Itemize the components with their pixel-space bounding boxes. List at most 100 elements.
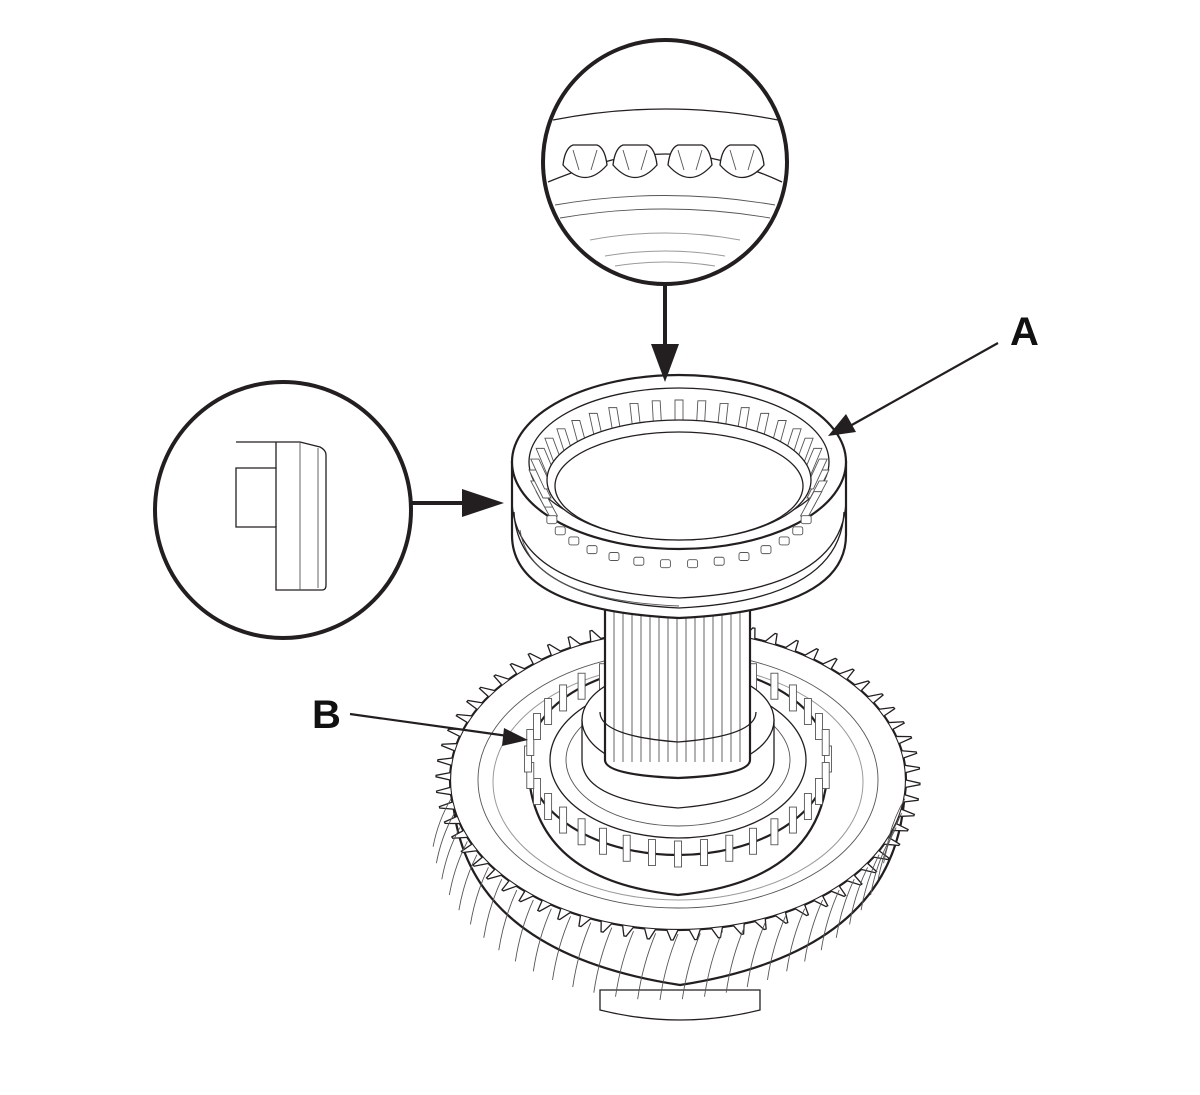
gear-tooth: [888, 721, 906, 731]
gear-tooth: [518, 890, 534, 903]
helical-tooth-face: [572, 922, 592, 988]
helical-tooth-face: [498, 889, 518, 951]
gear-tooth: [903, 794, 920, 803]
gear-tooth: [527, 652, 543, 665]
gear-tooth: [455, 713, 472, 724]
sleeve-lower-teeth: [546, 515, 812, 569]
spline-tooth: [770, 672, 779, 700]
spline-tooth: [821, 762, 830, 789]
inset-spline-teeth: [562, 144, 765, 179]
helical-tooth-face: [432, 798, 452, 847]
helical-tooth-face: [804, 899, 824, 962]
helical-tooth-face: [870, 841, 890, 896]
synchro-sleeve-a: [510, 373, 848, 620]
inset-tooth-detail: [677, 149, 703, 171]
gear-tooth: [764, 632, 778, 645]
gear-tooth: [621, 925, 635, 937]
gear-tooth: [546, 643, 562, 656]
gear-tooth: [867, 693, 884, 704]
lower-spline-tooth: [738, 552, 750, 561]
gear-tooth: [775, 912, 789, 924]
helical-tooth-face: [458, 854, 478, 911]
lower-spline-tooth: [778, 536, 790, 546]
spline-tooth: [725, 834, 734, 862]
leader-arrowhead-icon: [828, 414, 856, 436]
gear-tooth: [643, 928, 657, 940]
helical-tooth-face: [441, 827, 461, 880]
gear-tooth: [589, 629, 602, 642]
gear-tooth: [785, 639, 800, 652]
spline-tooth: [788, 684, 797, 712]
gear-tooth: [435, 772, 451, 781]
callout-a: A: [828, 310, 1039, 436]
spline-tooth: [821, 729, 830, 756]
lower-spline-tooth: [608, 552, 620, 561]
gear-tooth: [804, 648, 820, 660]
gear-tooth: [688, 929, 701, 941]
helical-tooth-face: [514, 899, 534, 962]
lower-spline-tooth: [792, 526, 804, 536]
gear-tooth: [905, 779, 921, 788]
helical-tooth-face: [659, 933, 679, 1001]
spline-tooth: [559, 806, 568, 834]
gear-tooth: [567, 636, 581, 648]
gear-tooth: [794, 904, 810, 917]
gear-tooth: [878, 706, 896, 717]
inset-tooth-detail: [729, 149, 755, 171]
gear-tooth: [896, 735, 913, 745]
gear-tooth: [472, 856, 489, 867]
helical-tooth-face: [704, 930, 723, 997]
spline-tooth: [533, 713, 541, 740]
helical-tooth-face: [593, 927, 613, 993]
spline-tooth: [533, 778, 541, 805]
helical-tooth-face: [681, 933, 701, 1000]
gear-tooth: [509, 662, 526, 675]
spline-tooth: [544, 793, 553, 820]
helical-tooth-face: [877, 827, 897, 880]
gear-tooth: [899, 808, 916, 818]
gear-tooth: [556, 908, 571, 921]
helical-tooth-face: [849, 867, 868, 925]
splined-shaft: [599, 598, 757, 780]
gear-tooth: [536, 900, 552, 912]
helical-tooth-face: [483, 878, 503, 938]
gear-tooth: [666, 929, 679, 941]
lower-spline-tooth: [633, 556, 645, 566]
gear-tooth: [440, 742, 457, 752]
spline-tooth: [544, 698, 553, 725]
gear-tooth: [854, 680, 871, 692]
gear-tooth: [485, 868, 502, 880]
gear-tooth: [892, 822, 909, 832]
spline-tooth: [803, 698, 812, 725]
helical-tooth-face: [860, 854, 880, 911]
left-detail-inset: [153, 380, 504, 640]
spline-tooth: [770, 818, 779, 846]
lower-spline-tooth: [586, 545, 598, 555]
lower-spline-tooth: [760, 545, 772, 555]
helical-tooth-face: [820, 889, 840, 951]
gear-tooth: [822, 657, 838, 670]
spline-tooth: [648, 839, 656, 867]
gear-tooth: [600, 921, 613, 933]
label-a: A: [1010, 310, 1039, 354]
top-detail-inset: [541, 38, 789, 382]
helical-tooth-face: [552, 916, 571, 980]
helical-tooth-face: [435, 813, 455, 864]
helical-tooth-face: [448, 841, 468, 896]
inset-tooth-detail: [572, 149, 598, 171]
gear-tooth: [436, 757, 453, 766]
gear-tooth: [813, 895, 829, 908]
spline-tooth: [749, 827, 757, 855]
lower-spline-tooth: [659, 559, 671, 569]
label-b: B: [312, 693, 341, 737]
large-gear-helical-faces: [432, 798, 906, 1001]
spline-tooth: [803, 793, 812, 820]
gear-tooth: [493, 674, 510, 686]
callout-b: B: [312, 693, 528, 746]
gear-tooth: [904, 764, 921, 774]
internal-spline: [528, 469, 552, 499]
spline-tooth: [674, 840, 682, 868]
shaft-splines: [613, 608, 741, 762]
gear-tooth: [901, 750, 918, 759]
spline-tooth: [622, 834, 631, 862]
